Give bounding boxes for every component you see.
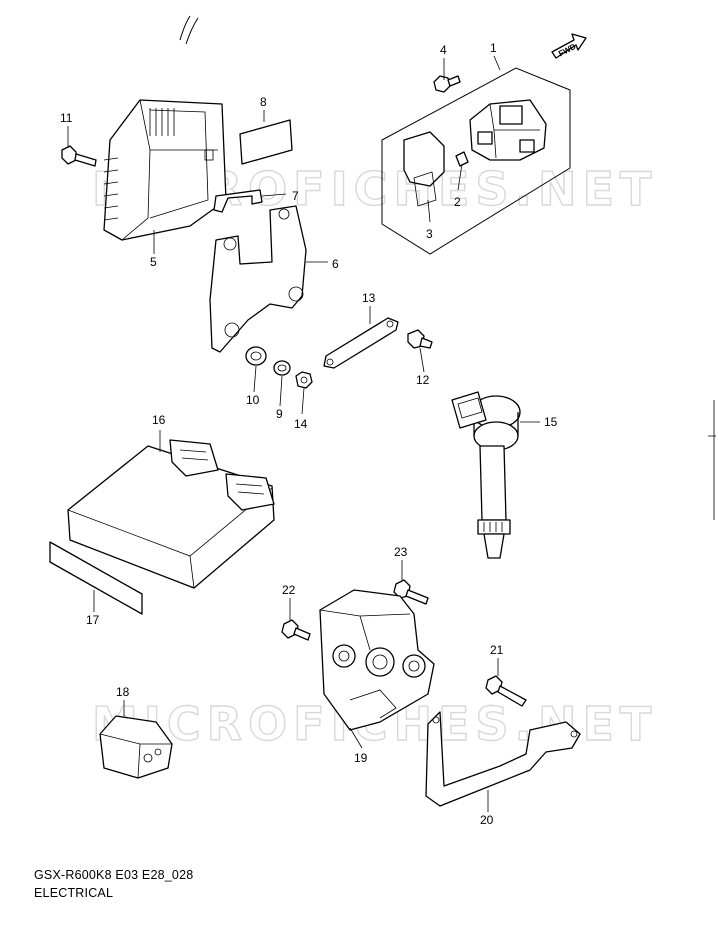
bracket-hole — [224, 322, 240, 338]
callout-3: 3 — [426, 227, 433, 241]
callout-10: 10 — [246, 393, 260, 407]
callout-13: 13 — [362, 291, 376, 305]
pad-17 — [49, 541, 143, 615]
relay-assembly-1 — [381, 67, 571, 255]
diagram-code: GSX-R600K8 E03 E28_028 — [34, 868, 194, 882]
callout-7: 7 — [292, 189, 299, 203]
bracket-hole — [288, 286, 304, 302]
leader-lines — [67, 55, 540, 812]
bracket-hole — [432, 716, 440, 724]
bracket-hole — [570, 730, 578, 738]
callout-12: 12 — [416, 373, 430, 387]
bolt-22 — [281, 619, 311, 641]
callout-2: 2 — [454, 195, 461, 209]
callout-8: 8 — [260, 95, 267, 109]
bracket-hole — [278, 208, 290, 220]
page-edge-mark — [708, 400, 716, 520]
callout-14: 14 — [294, 417, 308, 431]
screw-4 — [433, 75, 461, 93]
ignition-coil-15 — [451, 391, 521, 559]
callout-16: 16 — [152, 413, 166, 427]
bracket-6 — [209, 205, 307, 353]
callout-labels: 1 2 3 4 5 6 7 8 9 10 11 12 13 14 15 16 1… — [60, 41, 558, 827]
callout-15: 15 — [544, 415, 558, 429]
screw-23 — [393, 579, 429, 605]
bolt-21 — [485, 675, 527, 707]
strap-13 — [323, 317, 399, 369]
sensor-19 — [319, 589, 435, 731]
nut-14 — [295, 371, 313, 389]
ecm-16 — [67, 439, 275, 589]
callout-4: 4 — [440, 43, 447, 57]
callout-1: 1 — [490, 41, 497, 55]
callout-11: 11 — [60, 111, 73, 125]
callout-19: 19 — [354, 751, 368, 765]
bracket-20 — [425, 711, 581, 807]
strap-hole — [386, 320, 394, 328]
connector-18 — [99, 715, 173, 779]
fwd-arrow-icon: FWD — [551, 33, 587, 59]
bolt-12 — [407, 329, 433, 349]
callout-22: 22 — [282, 583, 296, 597]
bracket-hole — [223, 237, 237, 251]
grommet-10 — [245, 346, 267, 366]
callout-23: 23 — [394, 545, 408, 559]
strap-hole — [326, 358, 334, 366]
callout-9: 9 — [276, 407, 283, 421]
clip-7 — [213, 189, 263, 213]
callout-20: 20 — [480, 813, 494, 827]
callout-5: 5 — [150, 255, 157, 269]
diagram-title: ELECTRICAL — [34, 886, 114, 900]
callout-18: 18 — [116, 685, 130, 699]
bolt-11 — [61, 145, 97, 167]
pad-8 — [239, 119, 293, 165]
collar-9 — [273, 360, 291, 376]
callout-17: 17 — [86, 613, 100, 627]
regulator-rectifier — [103, 15, 227, 241]
callout-21: 21 — [490, 643, 504, 657]
callout-6: 6 — [332, 257, 339, 271]
